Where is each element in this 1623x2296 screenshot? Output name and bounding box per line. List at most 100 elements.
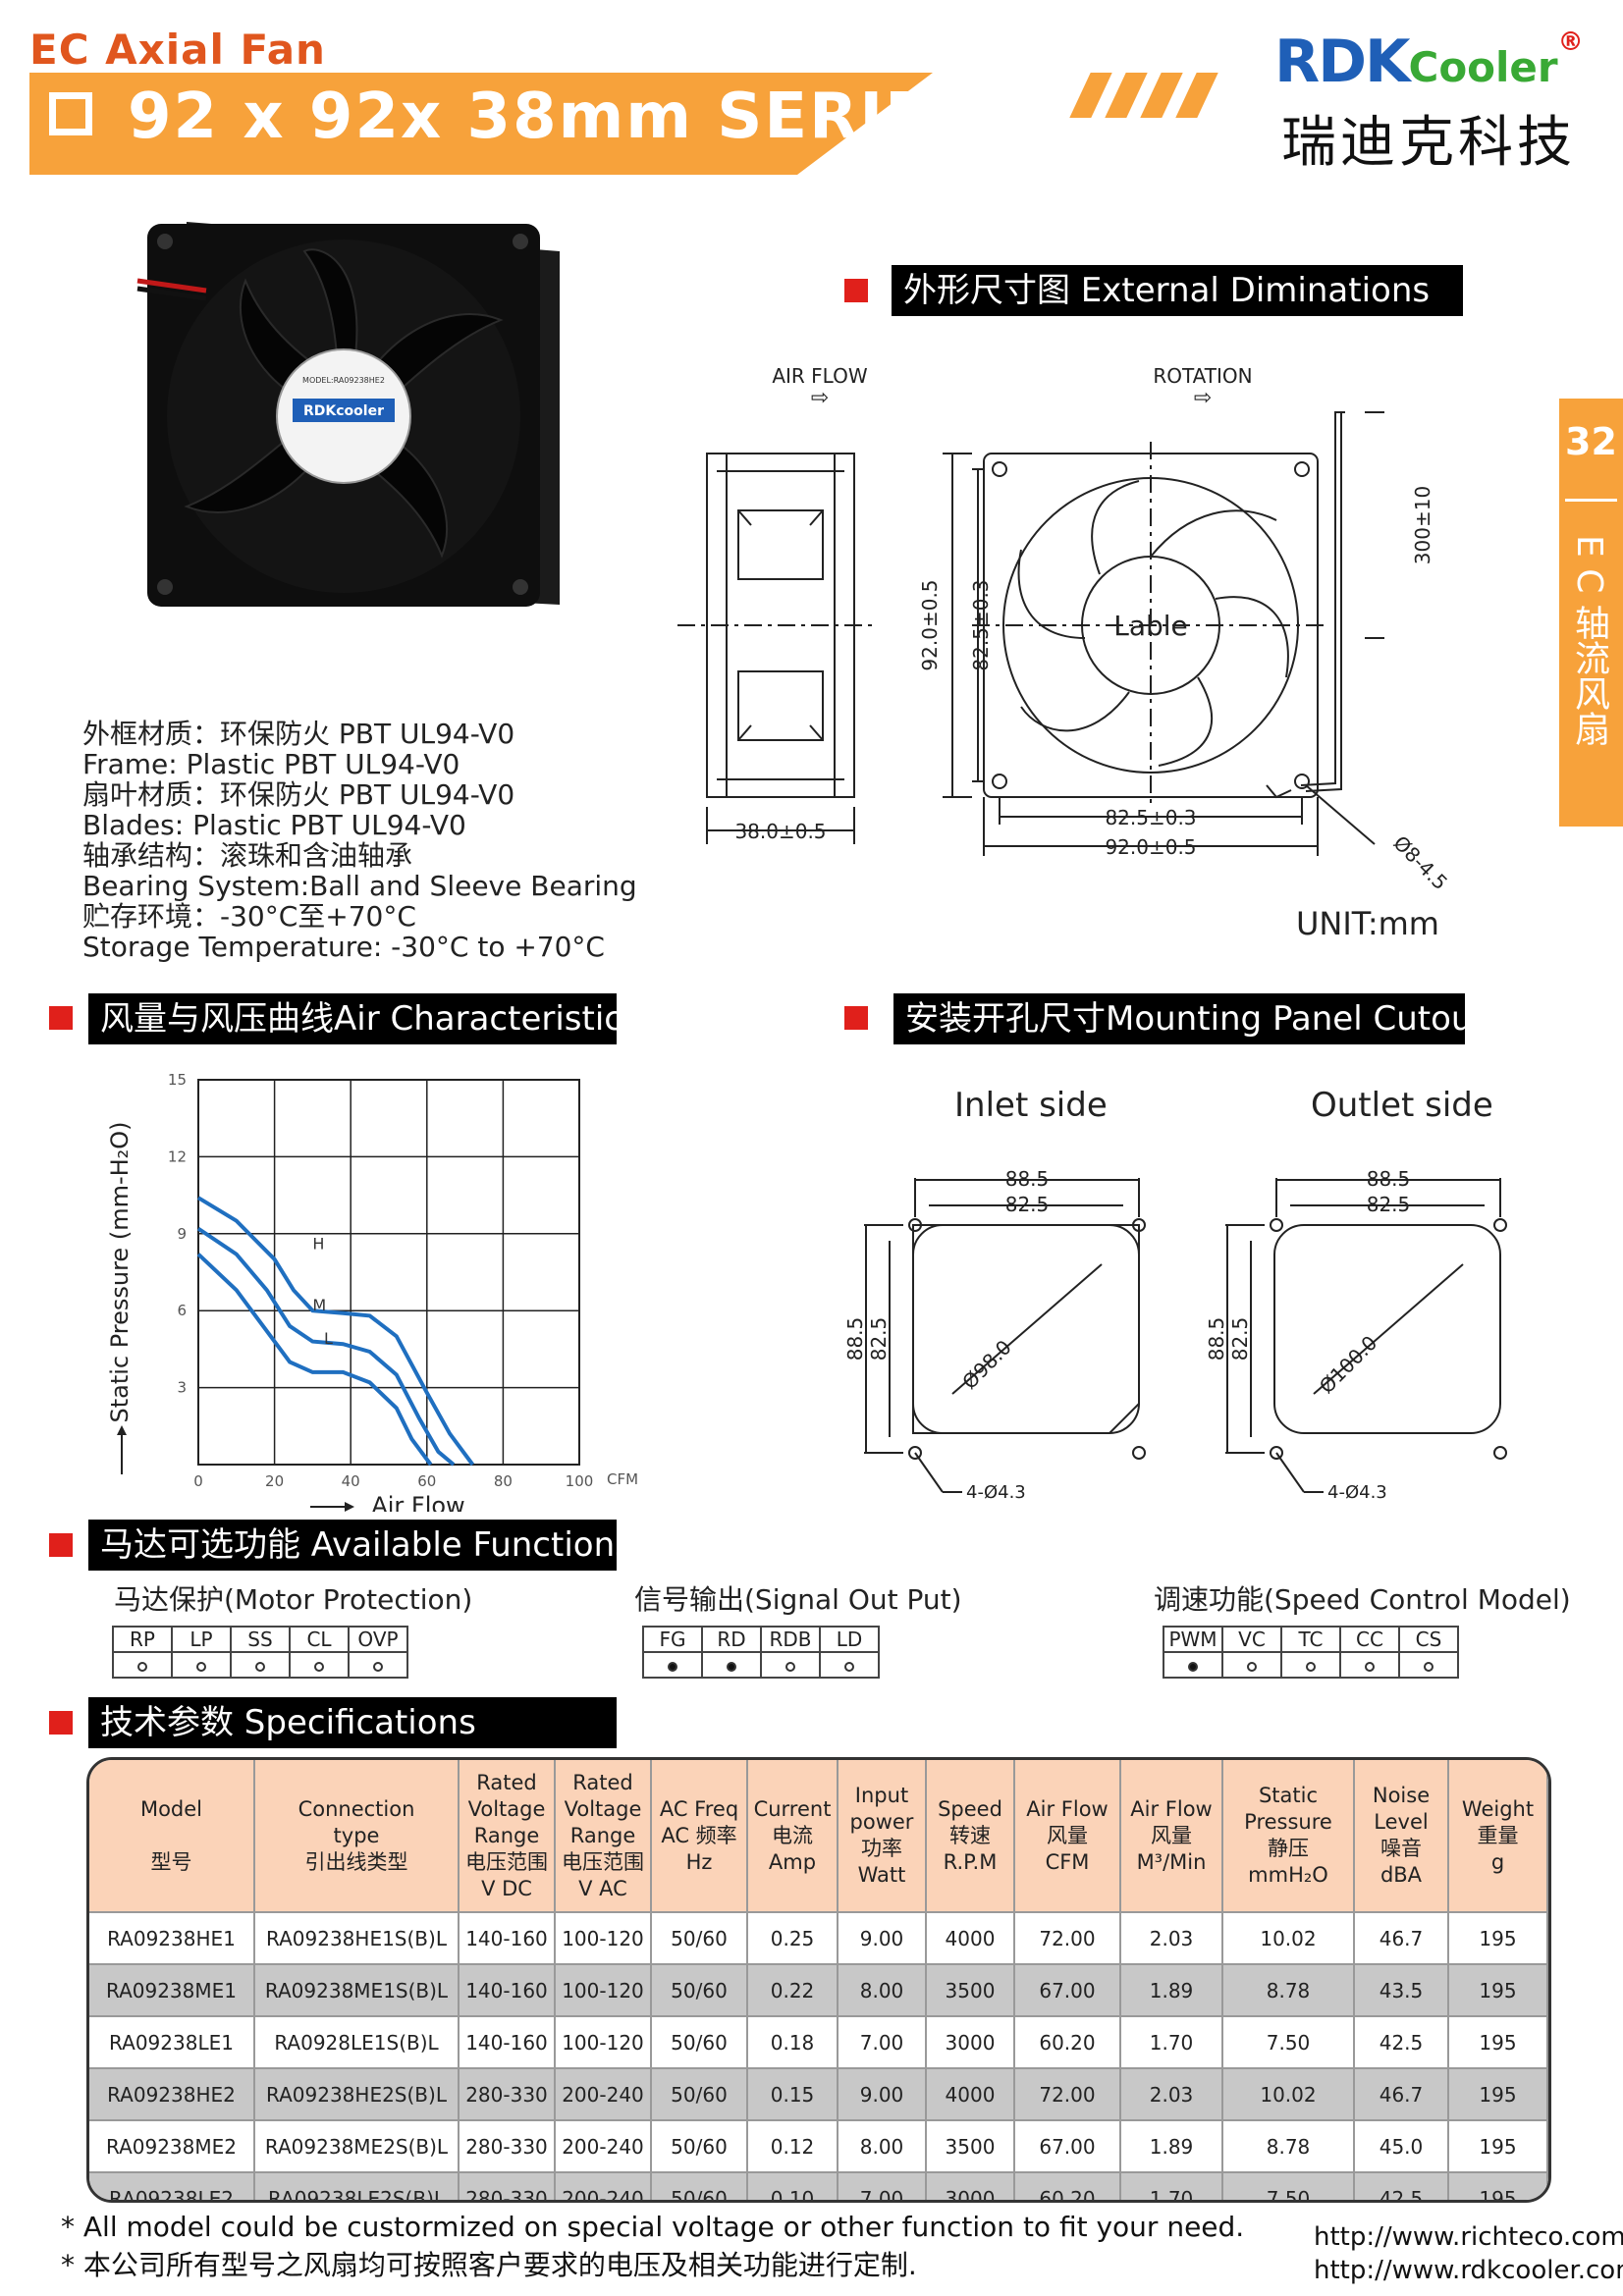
material-line: 贮存环境：-30°C至+70°C <box>82 900 416 933</box>
brand-chinese: 瑞迪克科技 <box>1281 111 1576 175</box>
spec-header-line: Weight <box>1461 1796 1535 1821</box>
spec-cell: 1.70 <box>1120 2016 1223 2069</box>
motor-option-ss: SS <box>230 1626 291 1653</box>
spec-header-line: V DC <box>481 1876 532 1900</box>
spec-cell: 0.12 <box>747 2120 839 2173</box>
spec-cell: 200-240 <box>555 2068 652 2121</box>
spec-header-cell: Model 型号 <box>89 1760 255 1913</box>
motor-option-status <box>171 1651 232 1679</box>
speed-option-pwm: PWM <box>1163 1626 1223 1653</box>
dim-hole-dia: Ø8-4.5 <box>1388 831 1452 895</box>
spec-cell: RA09238ME2 <box>89 2120 255 2173</box>
empty-dot-icon <box>137 1662 147 1672</box>
spec-cell: RA09238ME1 <box>89 1964 255 2017</box>
signal-option-rdb: RDB <box>760 1626 821 1653</box>
signal-option-status <box>819 1651 880 1679</box>
spec-cell: 50/60 <box>651 2172 748 2200</box>
spec-cell: 9.00 <box>838 1912 927 1965</box>
side-tab-divider <box>1565 499 1617 502</box>
filled-dot-icon <box>668 1662 677 1672</box>
footer-note-cn: * 本公司所有型号之风扇均可按照客户要求的电压及相关功能进行定制. <box>61 2249 917 2281</box>
spec-cell: RA09238HE1S(B)L <box>254 1912 460 1965</box>
x-tick-label: 100 <box>566 1472 594 1490</box>
series-line-l <box>196 1253 433 1467</box>
motor-option-status <box>230 1651 291 1679</box>
dim-hole-v: 82.5±0.3 <box>969 579 993 670</box>
spec-cell: 200-240 <box>555 2120 652 2173</box>
empty-dot-icon <box>314 1662 324 1672</box>
speed-option-status <box>1163 1651 1223 1679</box>
air-flow-label: AIR FLOW <box>772 364 868 388</box>
inlet-inner-v: 82.5 <box>867 1317 891 1362</box>
material-line: Blades: Plastic PBT UL94-V0 <box>82 809 466 841</box>
spec-header-line: Hz <box>685 1849 713 1874</box>
filled-dot-icon <box>1188 1662 1198 1672</box>
spec-cell: 195 <box>1448 1912 1548 1965</box>
spec-header-line: CFM <box>1045 1849 1090 1874</box>
spec-header-line: 电压范围 <box>562 1849 644 1874</box>
spec-cell: RA09238HE2S(B)L <box>254 2068 460 2121</box>
spec-header-line: 电压范围 <box>465 1849 548 1874</box>
spec-header-line: 风量 <box>1047 1823 1088 1847</box>
speed-option-tc: TC <box>1280 1626 1341 1653</box>
y-axis-arrowhead <box>117 1425 127 1435</box>
spec-cell: 3000 <box>926 2016 1015 2069</box>
section-marker <box>49 1711 73 1735</box>
spec-cell: 140-160 <box>459 1912 556 1965</box>
spec-cell: 42.5 <box>1354 2172 1449 2200</box>
spec-cell: 100-120 <box>555 1964 652 2017</box>
spec-header-line: 噪音 <box>1380 1837 1422 1860</box>
speed-option-cc: CC <box>1339 1626 1400 1653</box>
brand-logo: RDKCooler® <box>1274 27 1584 96</box>
spec-header-line: type <box>333 1823 380 1847</box>
spec-cell: 1.70 <box>1120 2172 1223 2200</box>
url-richteco[interactable]: http://www.richteco.com <box>1314 2222 1623 2252</box>
inlet-dia: Ø98.0 <box>957 1335 1016 1394</box>
spec-cell: 4000 <box>926 2068 1015 2121</box>
empty-dot-icon <box>785 1662 795 1672</box>
spec-header-line: Amp <box>768 1849 817 1874</box>
material-line: 轴承结构：滚珠和含油轴承 <box>82 839 413 872</box>
material-line: Storage Temperature: -30°C to +70°C <box>82 931 605 963</box>
spec-cell: RA09238LE2S(B)L <box>254 2172 460 2200</box>
signal-option-status <box>642 1651 703 1679</box>
outlet-inner-v: 82.5 <box>1228 1317 1252 1362</box>
spec-cell: 46.7 <box>1354 2068 1449 2121</box>
url-rdkcooler[interactable]: http://www.rdkcooler.com <box>1314 2256 1623 2285</box>
spec-header-line: mmH₂O <box>1248 1863 1328 1887</box>
speed-option-status <box>1221 1651 1282 1679</box>
x-unit-label: CFM <box>607 1470 638 1488</box>
spec-header-line: AC 频率 <box>661 1823 737 1847</box>
section-marker <box>49 1006 73 1030</box>
speed-control-title: 调速功能(Speed Control Model) <box>1154 1583 1571 1616</box>
spec-cell: 1.89 <box>1120 2120 1223 2173</box>
outlet-outer: 88.5 <box>1367 1167 1411 1191</box>
spec-cell: 9.00 <box>838 2068 927 2121</box>
speed-option-status <box>1398 1651 1459 1679</box>
spec-cell: 195 <box>1448 2172 1548 2200</box>
motor-option-status <box>348 1651 408 1679</box>
stripe-decoration <box>1069 73 1112 118</box>
external-dim-drawing: AIR FLOW ⇨ ROTATION ⇨ 38.0±0.5 <box>677 364 1452 895</box>
spec-cell: RA09238HE2 <box>89 2068 255 2121</box>
spec-cell: RA09238HE1 <box>89 1912 255 1965</box>
inlet-outer-v: 88.5 <box>844 1317 867 1362</box>
empty-dot-icon <box>373 1662 383 1672</box>
empty-dot-icon <box>255 1662 265 1672</box>
spec-header-line: 电流 <box>772 1823 813 1847</box>
spec-header-line: Rated <box>572 1770 633 1794</box>
spec-header-line: Input <box>854 1784 909 1807</box>
dim-height: 92.0±0.5 <box>918 579 942 670</box>
spec-header-line: Connection <box>298 1796 415 1821</box>
rotation-label: ROTATION <box>1153 364 1252 388</box>
motor-option-rp: RP <box>112 1626 173 1653</box>
spec-cell: 195 <box>1448 2068 1548 2121</box>
dim-depth: 38.0±0.5 <box>734 820 826 843</box>
spec-cell: 72.00 <box>1014 1912 1121 1965</box>
